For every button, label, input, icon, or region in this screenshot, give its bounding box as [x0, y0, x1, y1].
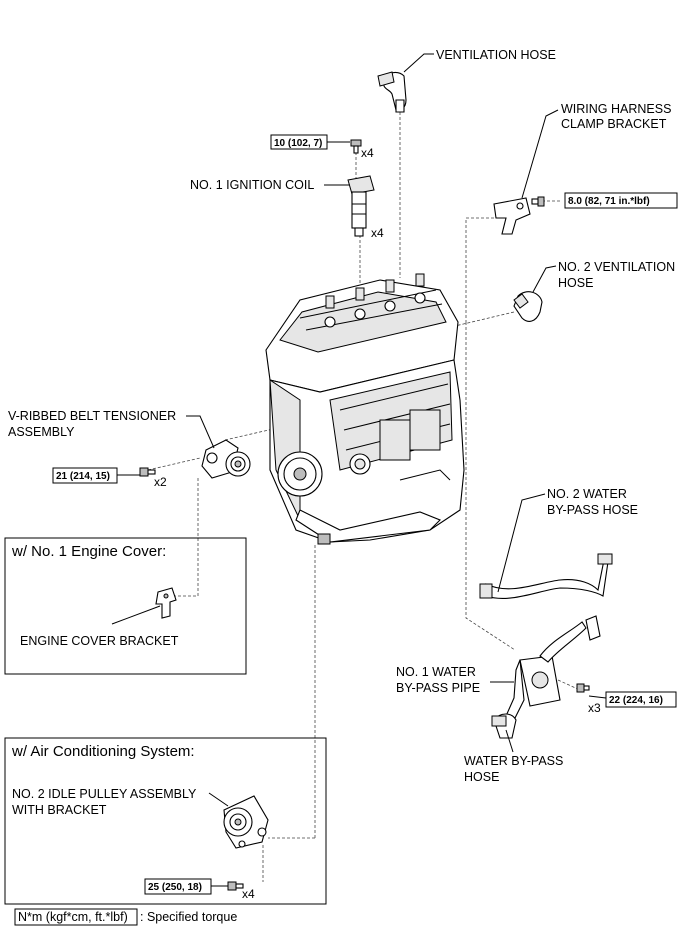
- qty-ignition-coil: x4: [371, 226, 384, 240]
- label-wiring-harness-line1: WIRING HARNESS: [561, 102, 671, 116]
- no1-water-bypass-pipe-part: [505, 621, 590, 721]
- torque-tensioner: 21 (214, 15): [56, 471, 110, 482]
- label-idle-pulley-line1: NO. 2 IDLE PULLEY ASSEMBLY: [12, 787, 197, 801]
- idle-pulley-part: [223, 795, 269, 849]
- legend-description: : Specified torque: [140, 910, 237, 924]
- ac-panel-title: w/ Air Conditioning System:: [11, 743, 195, 760]
- alignment-lines: [147, 112, 581, 882]
- label-water-hose-line1: WATER BY-PASS: [464, 754, 563, 768]
- engine-cover-panel: [4, 537, 247, 675]
- label-no2-water-hose-line1: NO. 2 WATER: [547, 487, 627, 501]
- label-idle-pulley-line2: WITH BRACKET: [12, 803, 107, 817]
- label-vribbed-line2: ASSEMBLY: [8, 425, 75, 439]
- water-bypass-hose-part: [491, 713, 517, 739]
- legend-unit-text: N*m (kgf*cm, ft.*lbf): [18, 910, 128, 924]
- label-no1-water-pipe-line1: NO. 1 WATER: [396, 665, 476, 679]
- engine-cover-bracket-part: [155, 587, 177, 619]
- qty-ignition-bolt: x4: [361, 146, 374, 160]
- label-wiring-harness-line2: CLAMP BRACKET: [561, 117, 667, 131]
- torque-pipe: 22 (224, 16): [609, 695, 663, 706]
- label-no2-ventilation-line2: HOSE: [558, 276, 593, 290]
- label-water-hose-line2: HOSE: [464, 770, 499, 784]
- label-no2-ventilation-line1: NO. 2 VENTILATION: [558, 260, 675, 274]
- label-no2-water-hose-line2: BY-PASS HOSE: [547, 503, 638, 517]
- wiring-harness-bracket-part: [493, 196, 545, 235]
- torque-box-pipe: [605, 691, 677, 708]
- ventilation-hose-part: [377, 71, 407, 113]
- qty-tensioner: x2: [154, 475, 167, 489]
- ignition-coil-bolt: [350, 139, 362, 154]
- no2-water-bypass-hose-part: [479, 553, 613, 641]
- torque-harness-bracket: 8.0 (82, 71 in.*lbf): [568, 196, 650, 207]
- torque-ignition-coil: 10 (102, 7): [274, 138, 322, 149]
- engine-cover-panel-title: w/ No. 1 Engine Cover:: [11, 543, 166, 560]
- no2-ventilation-hose-part: [513, 291, 543, 322]
- qty-pipe: x3: [588, 701, 601, 715]
- label-vribbed-line1: V-RIBBED BELT TENSIONER: [8, 409, 176, 423]
- torque-idle-pulley: 25 (250, 18): [148, 882, 202, 893]
- idle-pulley-bolt: [227, 881, 244, 891]
- qty-idle-pulley: x4: [242, 887, 255, 901]
- label-no1-water-pipe-line2: BY-PASS PIPE: [396, 681, 480, 695]
- vribbed-belt-tensioner-part: [201, 439, 251, 479]
- tensioner-bolt: [139, 467, 156, 477]
- legend-unit-box: [14, 908, 138, 926]
- label-ignition-coil: NO. 1 IGNITION COIL: [190, 178, 314, 192]
- label-engine-cover-bracket: ENGINE COVER BRACKET: [20, 634, 179, 648]
- torque-box-harness-bracket: [564, 192, 678, 209]
- engine-assembly: [265, 273, 465, 545]
- ignition-coil-part: [347, 175, 375, 237]
- ac-panel: [4, 737, 327, 905]
- label-ventilation-hose: VENTILATION HOSE: [436, 48, 556, 62]
